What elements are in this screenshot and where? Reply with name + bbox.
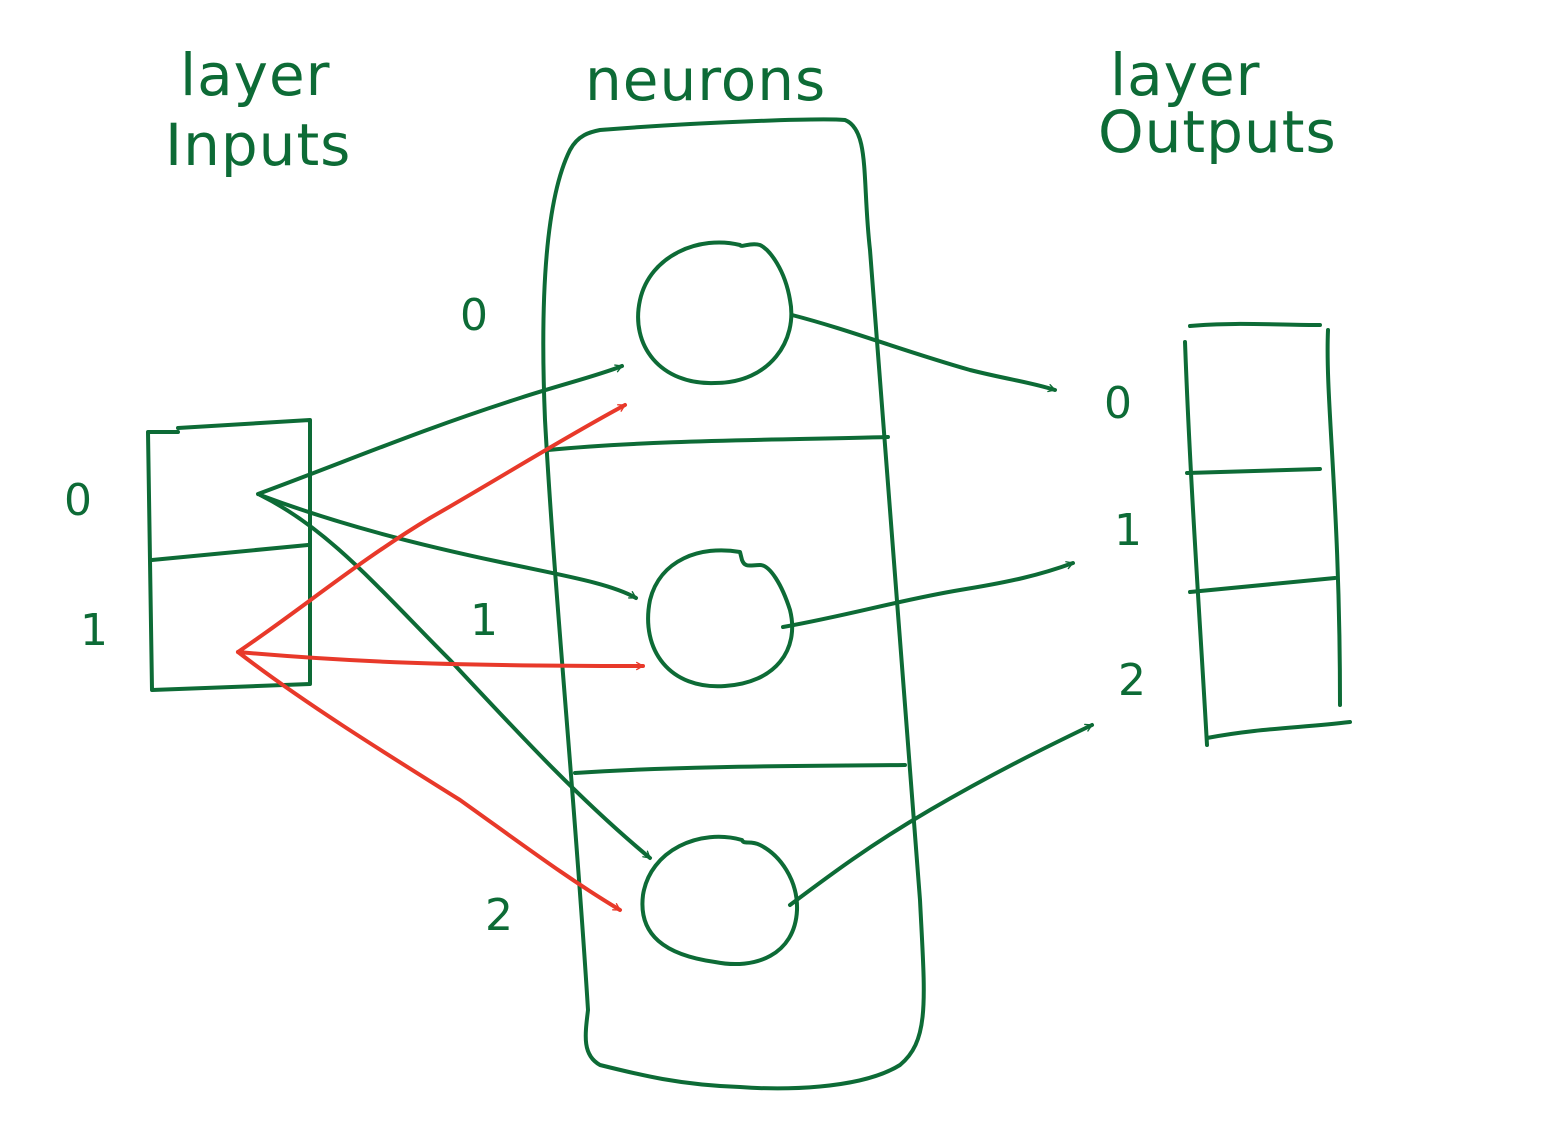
neuron-index-1: 1 xyxy=(470,595,498,646)
edge-neuron1-output1 xyxy=(781,561,1075,629)
edge-neuron0-output0 xyxy=(790,313,1057,393)
neuron-index-0: 0 xyxy=(460,290,488,341)
edge-neuron2-output2 xyxy=(788,723,1094,907)
edge-input0-neuron2 xyxy=(260,494,652,860)
neuron-0 xyxy=(636,240,794,386)
output-index-1: 1 xyxy=(1114,505,1142,556)
layer-inputs-title-line1: layer xyxy=(180,41,331,109)
input-index-0: 0 xyxy=(64,475,92,526)
edge-input0-neuron1 xyxy=(258,493,638,600)
output-layer-box xyxy=(1183,321,1352,747)
output-index-2: 2 xyxy=(1118,655,1146,706)
edge-input0-neuron0 xyxy=(256,364,624,496)
edge-input1-neuron1 xyxy=(236,650,645,671)
input-index-1: 1 xyxy=(80,605,108,656)
neurons-container xyxy=(541,117,926,1091)
neurons-title: neurons xyxy=(585,46,826,114)
neuron-2 xyxy=(640,834,800,967)
input-layer-box xyxy=(146,418,312,692)
layer-inputs-title-line2: Inputs xyxy=(165,111,351,179)
layer-outputs-title-line2: Outputs xyxy=(1098,98,1337,166)
output-index-0: 0 xyxy=(1104,378,1132,429)
edge-input1-neuron2 xyxy=(236,650,622,912)
neuron-1 xyxy=(646,548,795,689)
layer-outputs-title-line1: layer xyxy=(1110,41,1261,109)
neuron-index-2: 2 xyxy=(485,890,513,941)
edge-input1-neuron0 xyxy=(236,403,627,654)
